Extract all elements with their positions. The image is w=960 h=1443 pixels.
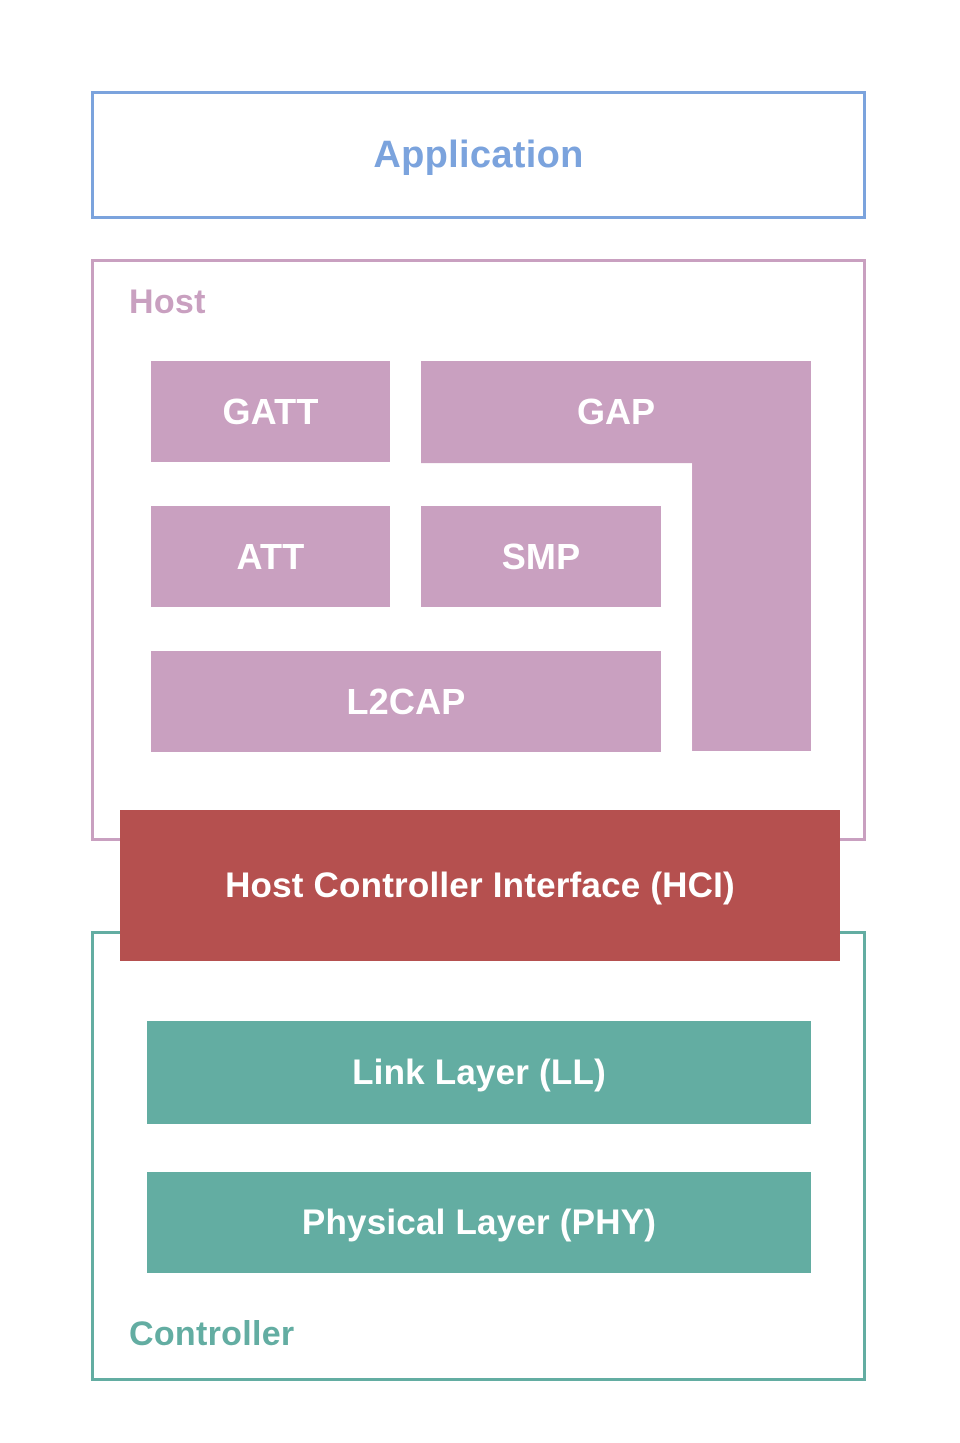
block-l2cap: L2CAP: [151, 651, 661, 752]
block-att: ATT: [151, 506, 390, 607]
host-layer-label: Host: [129, 283, 206, 321]
block-smp: SMP: [421, 506, 661, 607]
block-gatt: GATT: [151, 361, 390, 462]
application-layer-box: Application: [91, 91, 866, 219]
block-physical-layer: Physical Layer (PHY): [147, 1172, 811, 1273]
block-host-controller-interface: Host Controller Interface (HCI): [120, 810, 840, 961]
application-layer-label: Application: [373, 133, 584, 176]
controller-layer-box: [91, 931, 866, 1381]
controller-layer-label: Controller: [129, 1315, 295, 1353]
block-link-layer: Link Layer (LL): [147, 1021, 811, 1124]
